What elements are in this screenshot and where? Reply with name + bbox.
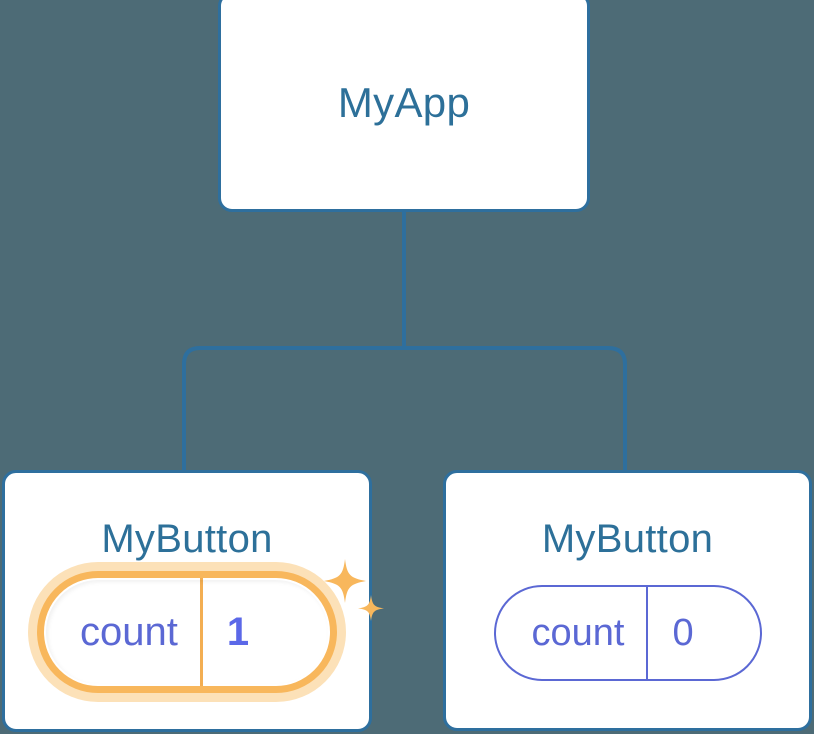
node-title: MyButton (101, 517, 273, 561)
state-pill-wrapper-0: count 1 (28, 559, 384, 702)
node-mybutton-0[interactable]: MyButton count 1 (2, 470, 384, 732)
state-pill-highlighted[interactable]: count 1 (37, 571, 337, 693)
state-pill[interactable]: count 0 (493, 585, 762, 681)
state-pill-wrapper-1: count 0 (493, 585, 762, 681)
node-title: MyApp (337, 79, 471, 126)
node-myapp[interactable]: MyApp (218, 0, 590, 212)
node-mybutton-1[interactable]: MyButton count 0 (443, 470, 812, 731)
state-value: 1 (199, 578, 283, 686)
state-key: count (531, 611, 625, 654)
state-value: 0 (646, 587, 727, 679)
connector-branch-bar (182, 346, 627, 478)
state-key: count (80, 609, 178, 654)
node-title: MyButton (541, 517, 714, 561)
